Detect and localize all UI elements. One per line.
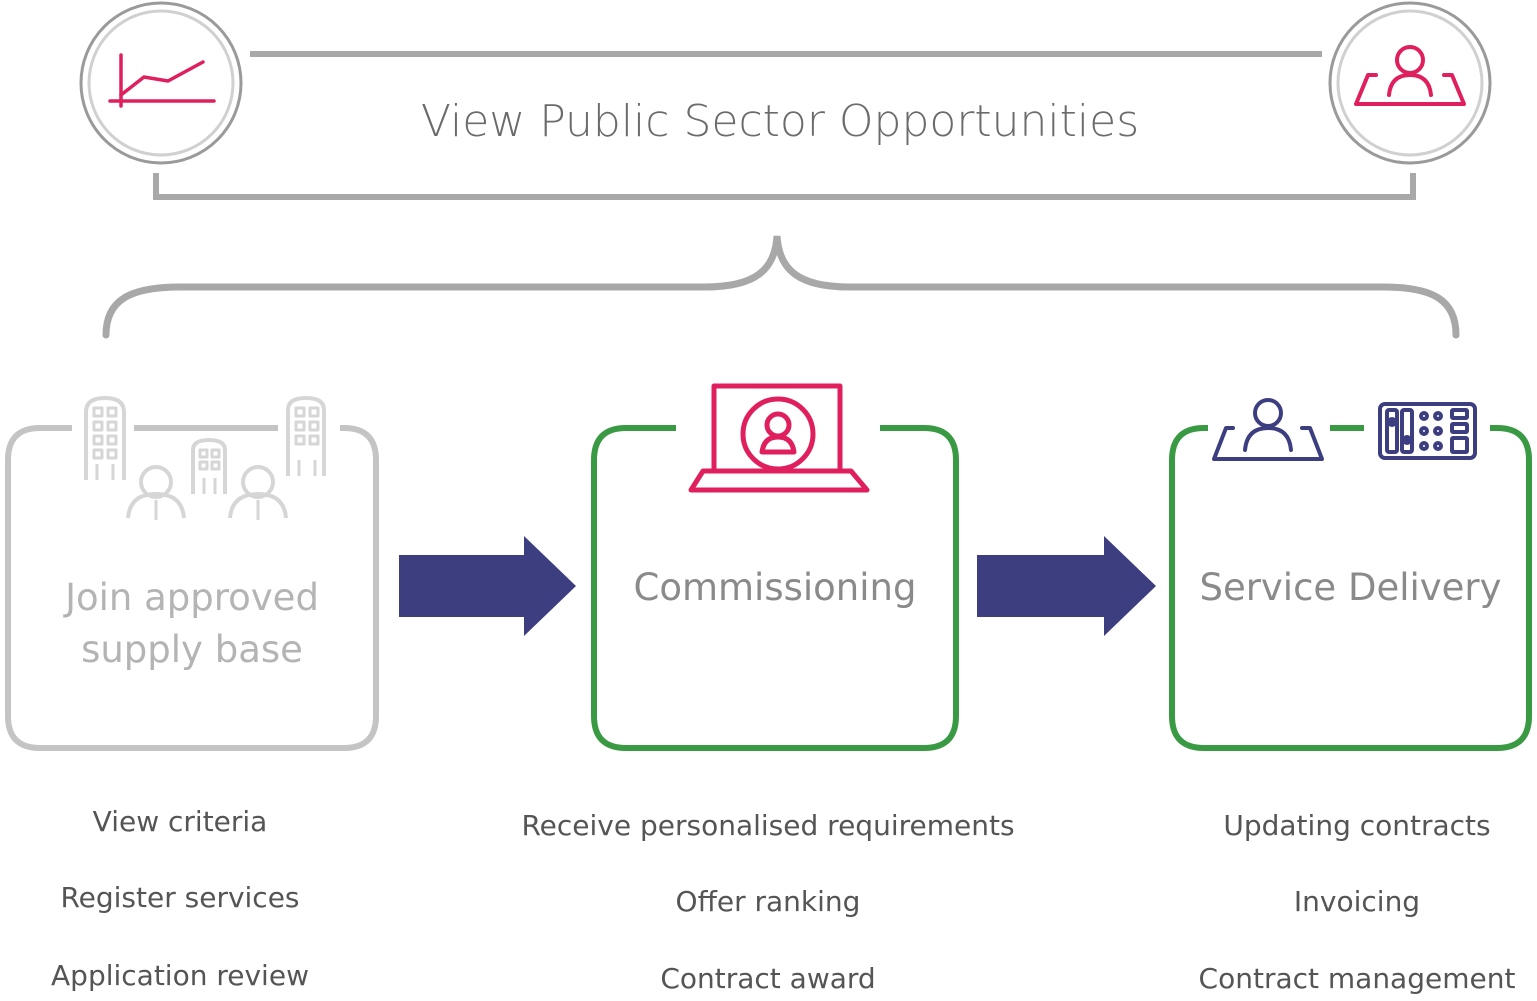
stage-title-join-supply-base-line1: Join approved (65, 576, 319, 619)
list-item: View criteria (92, 805, 268, 838)
line-chart-icon (79, 1, 243, 165)
top-bracket (153, 51, 1416, 200)
flow-arrow-1 (399, 536, 576, 636)
list-item: Application review (51, 959, 309, 992)
stage-box-commissioning (591, 425, 959, 751)
presenter-icon (1212, 398, 1324, 461)
list-item: Register services (60, 881, 300, 914)
list-item: Receive personalised requirements (521, 809, 1015, 842)
stage-title-commissioning: Commissioning (633, 566, 917, 609)
page-title: View Public Sector Opportunities (420, 96, 1140, 147)
laptop-user-icon (688, 383, 870, 493)
stage-box-service-delivery (1169, 425, 1532, 751)
office-buildings-people-icon (84, 396, 326, 520)
list-item: Contract award (660, 962, 876, 995)
presenter-icon (1328, 1, 1492, 165)
flow-arrow-2 (977, 536, 1156, 636)
list-item: Offer ranking (675, 885, 861, 918)
stage-title-service-delivery: Service Delivery (1199, 566, 1502, 609)
curly-brace (102, 235, 1460, 339)
stage-title-join-supply-base-line2: supply base (81, 628, 303, 671)
list-item: Contract management (1198, 962, 1516, 995)
list-item: Updating contracts (1223, 809, 1491, 842)
list-item: Invoicing (1293, 885, 1421, 918)
stage-box-join-supply-base (5, 425, 379, 751)
dashboard-panel-icon (1378, 402, 1477, 460)
